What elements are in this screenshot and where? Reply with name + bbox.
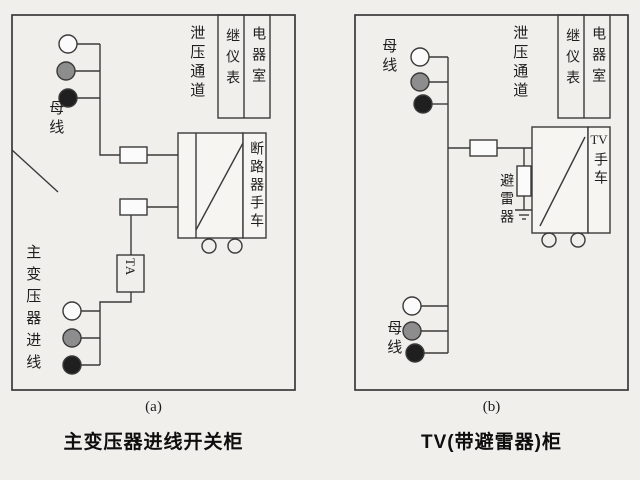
cabinet-a-truck-wheel-left xyxy=(201,238,217,254)
cabinet-a-pressure-relief-label: 泄压通道 xyxy=(188,25,205,101)
cabinet-b-out-phase-circle-mid xyxy=(402,321,422,341)
cabinet-b-contact xyxy=(469,139,498,157)
cabinet-b-busbar-phase-circle-light xyxy=(410,47,430,67)
cabinet-b-instrument-room-label: 电器室 xyxy=(590,26,606,89)
cabinet-b-busbar-phase-circle-dark xyxy=(413,94,433,114)
cabinet-a-outline xyxy=(11,14,296,391)
cabinet-a-busbar-phase-circle-dark xyxy=(58,88,78,108)
cabinet-b-tv-label-strip xyxy=(587,126,611,234)
cabinet-a-truck-wheel-right xyxy=(227,238,243,254)
cabinet-a-ta-label: TA xyxy=(122,258,138,277)
cabinet-b-truck-wheel-left xyxy=(541,232,557,248)
cabinet-a-out-phase-circle-dark xyxy=(62,355,82,375)
cabinet-b-busbar-phase-circle-mid xyxy=(410,72,430,92)
cabinet-b-out-phase-circle-dark xyxy=(405,343,425,363)
cabinet-b-pressure-relief-label: 泄压通道 xyxy=(511,25,528,101)
cabinet-a-instrument-room-label: 电器室 xyxy=(250,26,266,89)
cabinet-b-tv-diagonal xyxy=(539,136,586,227)
cabinet-a-partition-diagonal xyxy=(11,149,59,193)
cabinet-a-breaker-body xyxy=(177,132,244,239)
cabinet-b-tv-body xyxy=(531,126,589,234)
cabinet-b-tv-truck-label: TV 手车 xyxy=(588,132,610,188)
cabinet-a-upper-contact xyxy=(119,146,148,164)
cabinet-b-outline xyxy=(354,14,629,391)
cabinet-a-busbar-drop-wire xyxy=(99,44,120,156)
cabinet-b-busbar-top-label: 母线 xyxy=(380,38,397,76)
cabinet-a-title: 主变压器进线开关柜 xyxy=(63,432,244,453)
cabinet-a-breaker-truck-label: 断路器手车 xyxy=(248,141,264,231)
cabinet-b-title: TV(带避雷器)柜 xyxy=(421,432,562,453)
cabinet-a-busbar-phase-circle-mid xyxy=(56,61,76,81)
cabinet-b-truck-wheel-right xyxy=(570,232,586,248)
cabinet-a-caption: (a) xyxy=(145,399,162,415)
cabinet-b-arrester-symbol xyxy=(516,165,532,197)
cabinet-a-busbar-phase-circle-light xyxy=(58,34,78,54)
cabinet-a-out-phase-circle-light xyxy=(62,301,82,321)
cabinet-a-outgoing-wire xyxy=(99,292,132,365)
cabinet-b-relay-room-label: 继仪表 xyxy=(564,28,580,91)
cabinet-a-breaker-diagonal xyxy=(195,142,244,231)
cabinet-a-out-phase-circle-mid xyxy=(62,328,82,348)
cabinet-b-arrester-label: 避雷器 xyxy=(498,173,514,227)
cabinet-b-out-phase-circle-light xyxy=(402,296,422,316)
cabinet-a-incoming-line-label: 主变压器进线 xyxy=(24,244,41,376)
cabinet-a-lower-contact xyxy=(119,198,148,216)
cabinet-a-relay-room-label: 继仪表 xyxy=(224,28,240,91)
cabinet-b-truck-text: 手车 xyxy=(592,152,607,188)
cabinet-a-truck-label-strip xyxy=(242,132,267,239)
cabinet-a-busbar-label: 母线 xyxy=(47,100,64,138)
cabinet-b-caption: (b) xyxy=(482,399,501,415)
cabinet-b-tv-text: TV xyxy=(590,132,608,147)
cabinet-b-busbar-bottom-label: 母线 xyxy=(385,320,402,358)
